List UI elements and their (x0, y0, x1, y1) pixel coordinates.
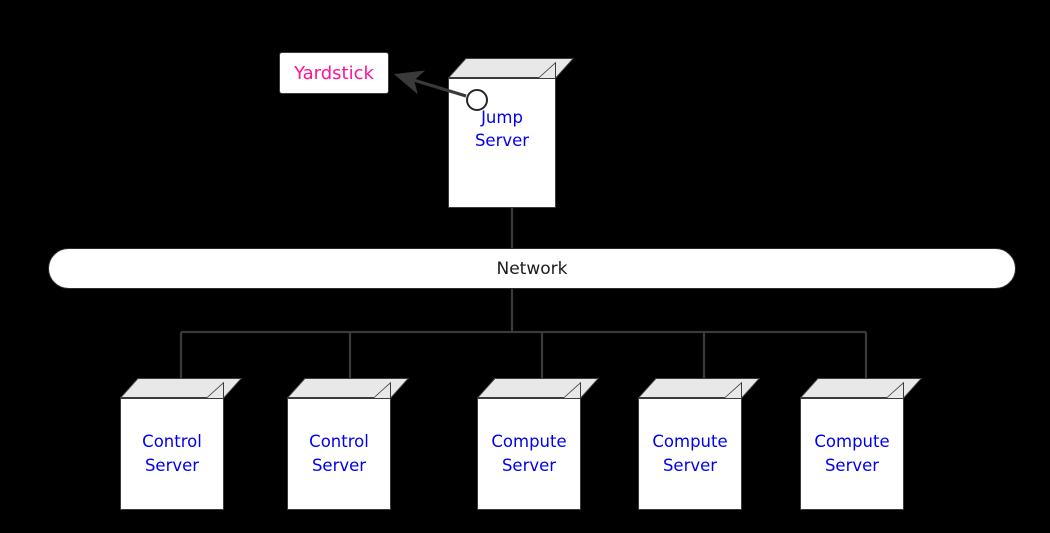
circle-port-icon (466, 89, 488, 111)
node-compute-server-1[interactable]: Compute Server (477, 378, 600, 510)
node-label: Control Server (309, 432, 369, 475)
node-label: Control Server (142, 432, 202, 475)
node-jump-server[interactable]: Jump Server (448, 58, 575, 209)
node-front-face: Control Server (287, 398, 391, 510)
node-control-server-1[interactable]: Control Server (120, 378, 243, 510)
yardstick-label-box[interactable]: Yardstick (279, 52, 389, 94)
yardstick-label: Yardstick (294, 62, 374, 84)
node-compute-server-2[interactable]: Compute Server (638, 378, 761, 510)
jump-server-front-face (448, 78, 556, 208)
node-label: Compute Server (652, 432, 728, 475)
network-label: Network (496, 258, 568, 279)
node-label: Compute Server (814, 432, 890, 475)
node-label: Compute Server (491, 432, 567, 475)
node-front-face: Compute Server (638, 398, 742, 510)
node-compute-server-3[interactable]: Compute Server (800, 378, 923, 510)
network-bar[interactable]: Network (48, 248, 1016, 289)
node-front-face: Compute Server (477, 398, 581, 510)
node-front-face: Control Server (120, 398, 224, 510)
jump-server-label: Jump Server (474, 108, 530, 151)
node-front-face: Compute Server (800, 398, 904, 510)
node-control-server-2[interactable]: Control Server (287, 378, 410, 510)
